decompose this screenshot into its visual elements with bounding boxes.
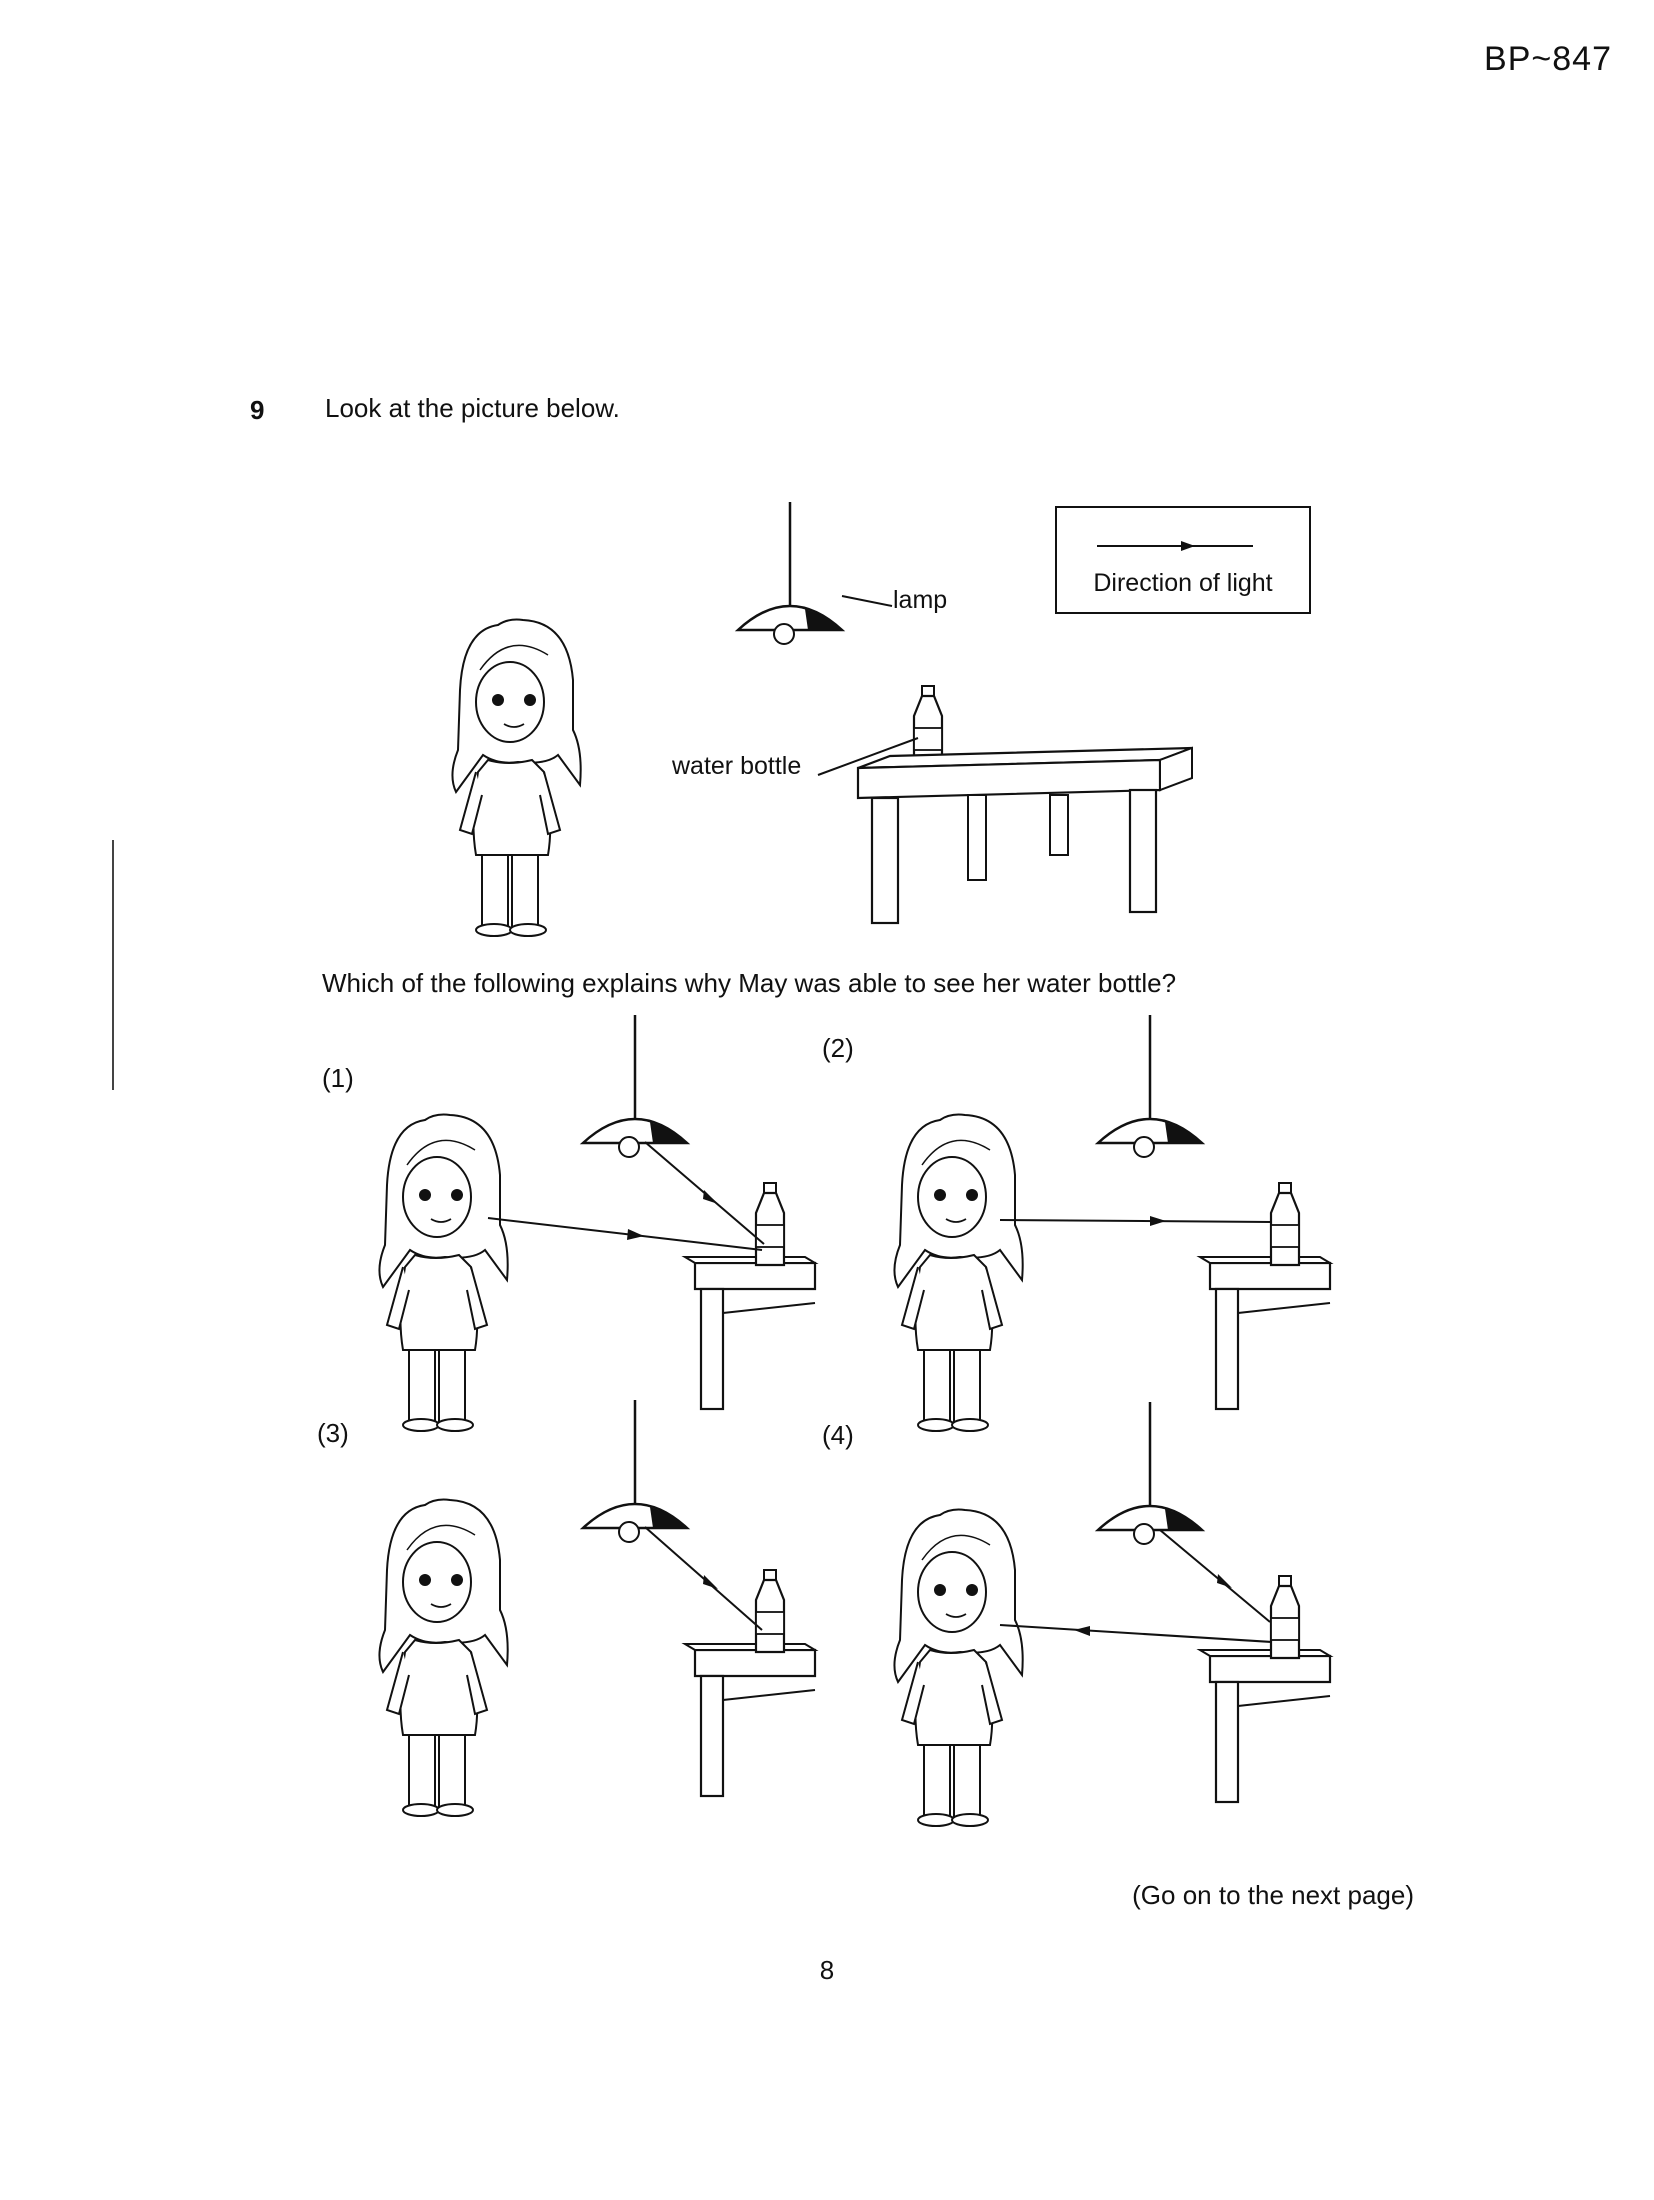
option-1-light-rays — [487, 1141, 765, 1251]
legend-box: Direction of light — [1055, 506, 1311, 614]
option-1-table-icon — [683, 1255, 817, 1411]
water-bottle-label: water bottle — [672, 752, 802, 780]
question-number: 9 — [250, 395, 265, 425]
question-prompt: Which of the following explains why May … — [322, 968, 1177, 998]
lamp-label: lamp — [893, 586, 948, 614]
option-2-table-icon — [1198, 1255, 1332, 1411]
bottle-leader-line — [817, 737, 919, 776]
option-2-lamp-icon — [1096, 1013, 1204, 1159]
main-table-icon — [856, 746, 1193, 925]
option-1-label[interactable]: (1) — [322, 1063, 354, 1093]
option-3-light-rays — [644, 1526, 763, 1631]
main-girl-icon — [451, 618, 582, 937]
option-2-light-rays — [999, 1216, 1273, 1226]
option-4-lamp-icon — [1096, 1400, 1204, 1546]
option-2-girl-icon — [893, 1113, 1024, 1432]
scan-margin-line — [112, 840, 114, 1090]
option-3-lamp-icon — [581, 1398, 689, 1544]
option-2-label[interactable]: (2) — [822, 1033, 854, 1063]
option-3-table-icon — [683, 1642, 817, 1798]
option-1-bottle-icon — [754, 1181, 786, 1267]
option-1-girl-icon — [378, 1113, 509, 1432]
option-1-lamp-icon — [581, 1013, 689, 1159]
option-4-table-icon — [1198, 1648, 1332, 1804]
page-number: 8 — [819, 1955, 835, 1985]
main-lamp-icon — [736, 500, 844, 646]
legend-arrow-icon — [1097, 541, 1253, 551]
option-4-bottle-icon — [1269, 1574, 1301, 1660]
legend-text: Direction of light — [1093, 569, 1273, 597]
option-3-girl-icon — [378, 1498, 509, 1817]
option-3-bottle-icon — [754, 1568, 786, 1654]
option-3-label[interactable]: (3) — [317, 1418, 349, 1448]
document-code: BP~847 — [1484, 40, 1612, 78]
option-2-bottle-icon — [1269, 1181, 1301, 1267]
option-4-light-rays — [999, 1529, 1273, 1643]
go-on-note: (Go on to the next page) — [1132, 1880, 1414, 1910]
lamp-leader-line — [841, 595, 893, 607]
option-4-label[interactable]: (4) — [822, 1420, 854, 1450]
question-instruction: Look at the picture below. — [325, 393, 620, 423]
option-4-girl-icon — [893, 1508, 1024, 1827]
